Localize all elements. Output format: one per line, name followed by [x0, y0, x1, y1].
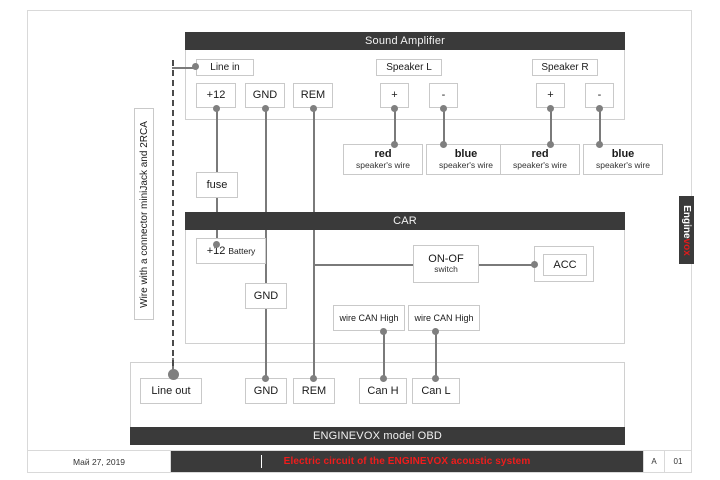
wire-canh — [383, 331, 385, 383]
node-can-wire-2 — [432, 328, 439, 335]
brand-tab-accent: vox — [681, 238, 693, 256]
wire-linein-stub — [172, 67, 196, 69]
node-spkL-plus — [391, 105, 398, 112]
speaker-l-terminal-minus[interactable]: - — [429, 83, 458, 108]
footer-date: Май 27, 2019 — [28, 451, 171, 472]
title-block-footer: Май 27, 2019 Electric circuit of the ENG… — [27, 451, 692, 473]
car-battery-label: Battery — [228, 245, 256, 256]
node-obd-can-l — [432, 375, 439, 382]
acc-box: ACC — [543, 254, 587, 276]
fuse-box: fuse — [196, 172, 238, 198]
signal-cable-label-text: Wire with a connector miniJack and 2RCA — [138, 120, 150, 308]
text-cursor-icon — [261, 455, 262, 468]
wire-speakerR-plus — [550, 108, 552, 144]
wire-speakerL-minus — [443, 108, 445, 144]
car-battery-box: +12 Battery — [196, 238, 266, 264]
node-blue-wire-l — [440, 141, 447, 148]
node-blue-wire-r — [596, 141, 603, 148]
node-amp-rem — [310, 105, 317, 112]
footer-title-text: Electric circuit of the ENGINEVOX acoust… — [283, 456, 531, 467]
speaker-r-red-wire-color: red — [531, 148, 549, 161]
speaker-r-label: Speaker R — [532, 59, 598, 76]
obd-terminal-can-h[interactable]: Can H — [359, 378, 407, 404]
wire-speakerR-minus — [599, 108, 601, 144]
node-red-wire-r — [547, 141, 554, 148]
speaker-r-red-wire: red speaker's wire — [500, 144, 580, 175]
signal-cable-label: Wire with a connector miniJack and 2RCA — [134, 108, 154, 320]
node-amp-gnd — [262, 105, 269, 112]
obd-terminal-line-out[interactable]: Line out — [140, 378, 202, 404]
car-gnd-box: GND — [245, 283, 287, 309]
sound-amplifier-title: Sound Amplifier — [185, 32, 625, 50]
acc-outer-box: ACC — [534, 246, 594, 282]
node-obd-gnd — [262, 375, 269, 382]
can-high-wire-1: wire CAN High — [333, 305, 405, 331]
speaker-r-red-wire-desc: speaker's wire — [512, 159, 568, 170]
speaker-r-blue-wire: blue speaker's wire — [583, 144, 663, 175]
speaker-l-label: Speaker L — [376, 59, 442, 76]
onof-switch-state: ON-OF — [428, 252, 464, 265]
node-obd-rem — [310, 375, 317, 382]
speaker-r-terminal-plus[interactable]: + — [536, 83, 565, 108]
node-line-in — [192, 63, 199, 70]
wire-switch-to-acc — [479, 264, 534, 266]
speaker-r-blue-wire-color: blue — [611, 148, 635, 161]
node-amp-12v — [213, 105, 220, 112]
speaker-r-blue-wire-desc: speaker's wire — [595, 159, 651, 170]
speaker-l-terminal-plus[interactable]: + — [380, 83, 409, 108]
node-obd-can-h — [380, 375, 387, 382]
node-can-wire-1 — [380, 328, 387, 335]
node-spkR-minus — [596, 105, 603, 112]
wire-speakerL-plus — [394, 108, 396, 144]
wire-gnd-trunk — [265, 108, 267, 383]
obd-title: ENGINEVOX model OBD — [130, 427, 625, 445]
wire-amp12-to-fuse — [216, 108, 218, 172]
amp-line-in-terminal[interactable]: Line in — [196, 59, 254, 76]
onof-switch-box[interactable]: ON-OF switch — [413, 245, 479, 283]
speaker-l-red-wire-color: red — [374, 148, 392, 161]
obd-terminal-rem[interactable]: REM — [293, 378, 335, 404]
wire-bus-to-switch — [313, 264, 413, 266]
wire-canl — [435, 331, 437, 383]
node-red-wire-l — [391, 141, 398, 148]
speaker-l-red-wire-desc: speaker's wire — [355, 159, 411, 170]
brand-tab[interactable]: Enginevox — [679, 196, 694, 264]
speaker-l-red-wire: red speaker's wire — [343, 144, 423, 175]
can-high-wire-2: wire CAN High — [408, 305, 480, 331]
car-battery-voltage: +12 — [206, 244, 226, 257]
node-spkL-minus — [440, 105, 447, 112]
brand-tab-name: Engine — [681, 204, 693, 239]
footer-page-number: 01 — [673, 457, 683, 466]
amp-terminal-12v[interactable]: +12 — [196, 83, 236, 108]
speaker-l-blue-wire: blue speaker's wire — [426, 144, 506, 175]
node-battery — [213, 241, 220, 248]
speaker-l-blue-wire-color: blue — [454, 148, 478, 161]
speaker-r-terminal-minus[interactable]: - — [585, 83, 614, 108]
car-title: CAR — [185, 212, 625, 230]
node-line-out — [168, 369, 179, 380]
node-acc — [531, 261, 538, 268]
node-spkR-plus — [547, 105, 554, 112]
footer-revision: A — [643, 451, 665, 472]
onof-switch-label: switch — [434, 264, 458, 275]
obd-terminal-can-l[interactable]: Can L — [412, 378, 460, 404]
signal-cable-dashdot — [172, 60, 174, 376]
footer-title-bar: Electric circuit of the ENGINEVOX acoust… — [171, 451, 643, 472]
speaker-l-blue-wire-desc: speaker's wire — [438, 159, 494, 170]
wire-rem-trunk — [313, 108, 315, 383]
